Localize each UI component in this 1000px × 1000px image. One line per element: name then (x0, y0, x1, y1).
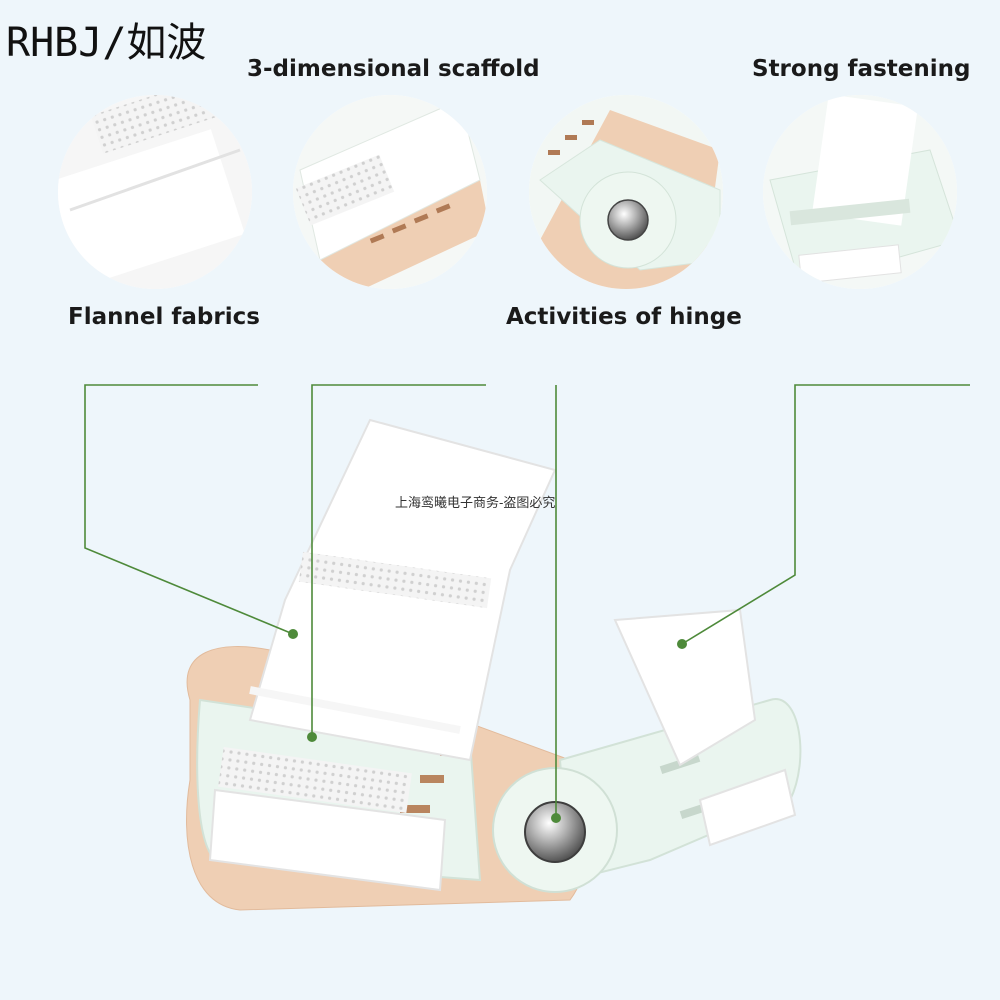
brand-logo-text: RHBJ/如波 (6, 20, 207, 66)
detail-circle-fastening (763, 95, 957, 289)
callout-dots (288, 629, 687, 823)
product-main (186, 418, 802, 911)
detail-circle-flannel (58, 95, 252, 289)
label-3d-scaffold: 3-dimensional scaffold (247, 56, 540, 82)
label-activities-of-hinge: Activities of hinge (506, 304, 742, 330)
detail-circle-scaffold (293, 95, 487, 289)
detail-circle-hinge (529, 95, 723, 289)
label-flannel-fabrics: Flannel fabrics (68, 304, 260, 330)
label-strong-fastening: Strong fastening (752, 56, 971, 82)
watermark-text: 上海鸾曦电子商务-盗图必究 (395, 496, 556, 511)
callout-lines (84, 384, 970, 818)
